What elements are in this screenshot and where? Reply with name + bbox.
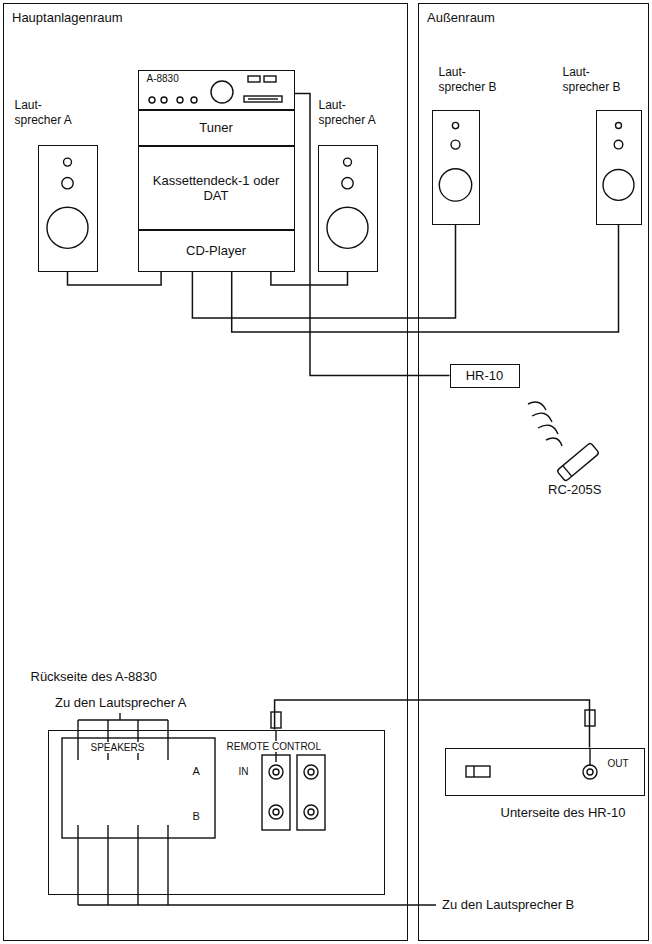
room-outline: AußenraumLaut- sprecher B Laut- sprecher … bbox=[418, 3, 649, 941]
speaker: Laut- sprecher B bbox=[432, 110, 480, 225]
receiver-box: HR-10 bbox=[450, 364, 520, 388]
panel-marking: B bbox=[191, 810, 202, 822]
leader-label: Zu den Lautsprecher A bbox=[55, 695, 187, 710]
panel-marking: SPEAKERS bbox=[89, 742, 147, 753]
speaker: Laut- sprecher B bbox=[596, 110, 642, 225]
cable bbox=[232, 225, 619, 333]
speaker-drawing bbox=[319, 146, 376, 270]
cable bbox=[271, 272, 348, 286]
speaker-label: Laut- sprecher B bbox=[563, 65, 629, 95]
speaker-drawing bbox=[39, 146, 96, 270]
panel-marking: A bbox=[191, 765, 202, 777]
panel-marking: OUT bbox=[606, 758, 631, 769]
view-caption: Rückseite des A-8830 bbox=[31, 669, 157, 684]
component-box: Tuner bbox=[138, 110, 295, 146]
rear-panel: Rückseite des A-8830SPEAKERSABREMOTE CON… bbox=[48, 730, 385, 895]
speaker-label: Laut- sprecher A bbox=[15, 98, 81, 128]
component-label: HR-10 bbox=[466, 368, 504, 383]
panel-marking: REMOTE CONTROL bbox=[225, 741, 323, 752]
speaker-drawing bbox=[597, 111, 640, 223]
component-label: Kassettendeck-1 oder DAT bbox=[144, 173, 289, 203]
component-box: Kassettendeck-1 oder DAT bbox=[138, 146, 295, 230]
room-outline: HauptanlagenraumA-8830TunerKassettendeck… bbox=[3, 3, 408, 941]
speaker: Laut- sprecher A bbox=[38, 145, 98, 272]
remote-label: RC-205S bbox=[548, 482, 601, 497]
receiver-underside: Unterseite des HR-10OUT bbox=[445, 748, 645, 796]
speaker-label: Laut- sprecher B bbox=[439, 65, 505, 95]
leader-label: Zu den Lautsprecher B bbox=[442, 897, 574, 912]
room-title: Hauptanlagenraum bbox=[12, 10, 123, 25]
room-title: Außenraum bbox=[427, 10, 495, 25]
speaker-drawing bbox=[433, 111, 478, 223]
panel-marking: IN bbox=[237, 766, 251, 777]
component-label: CD-Player bbox=[186, 243, 246, 258]
cable bbox=[295, 94, 450, 376]
component-box: CD-Player bbox=[138, 230, 295, 272]
speaker-label: Laut- sprecher A bbox=[319, 98, 385, 128]
amplifier-box: A-8830 bbox=[138, 70, 295, 110]
speaker: Laut- sprecher A bbox=[318, 145, 378, 272]
cable bbox=[68, 272, 162, 286]
component-label: Tuner bbox=[199, 120, 232, 135]
model-label: A-8830 bbox=[147, 73, 179, 84]
view-caption: Unterseite des HR-10 bbox=[501, 805, 626, 820]
